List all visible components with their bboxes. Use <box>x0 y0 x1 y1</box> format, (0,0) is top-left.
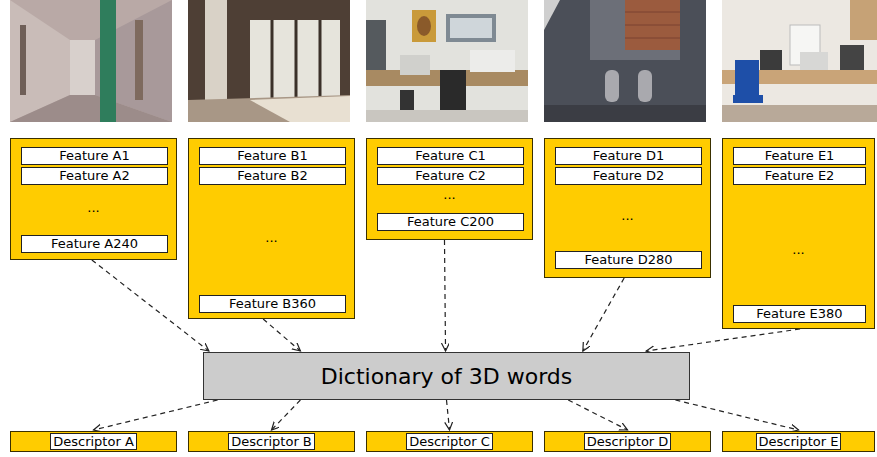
lab-photo <box>722 0 877 122</box>
feature-set-box: ... Feature A1 Feature A2 Feature A240 <box>10 138 177 260</box>
feature-label: Feature C1 <box>378 148 523 164</box>
feature-label: Feature D1 <box>556 148 701 164</box>
feature-label: Feature E2 <box>734 168 865 184</box>
dictionary-box: Dictionary of 3D words <box>203 352 690 400</box>
feature-set-box: ... Feature B1 Feature B2 Feature B360 <box>188 138 355 319</box>
ellipsis-text: ... <box>545 209 710 223</box>
feature-box: Feature E1 <box>733 147 866 165</box>
feature-box: Feature E380 <box>733 305 866 323</box>
feature-box: Feature B1 <box>199 147 346 165</box>
feature-label: Feature A240 <box>22 236 167 252</box>
feature-label: Feature C2 <box>378 168 523 184</box>
descriptor-box: Descriptor A <box>10 431 177 452</box>
feature-box: Feature D2 <box>555 167 702 185</box>
feature-label: Feature E1 <box>734 148 865 164</box>
feature-set-box: ... Feature D1 Feature D2 Feature D280 <box>544 138 711 278</box>
feature-box: Feature C1 <box>377 147 524 165</box>
feature-set-box: ... Feature E1 Feature E2 Feature E380 <box>722 138 875 329</box>
dashed-arrow <box>447 400 450 430</box>
dashed-arrow <box>444 240 445 351</box>
dashed-arrow <box>263 319 300 351</box>
window-photo <box>544 0 706 122</box>
feature-label: Feature B360 <box>200 296 345 312</box>
feature-label: Feature A2 <box>22 168 167 184</box>
feature-box: Feature A1 <box>21 147 168 165</box>
office-photo <box>366 0 528 122</box>
feature-box: Feature B2 <box>199 167 346 185</box>
feature-label: Feature A1 <box>22 148 167 164</box>
ellipsis-text: ... <box>189 231 354 245</box>
feature-label: Feature B1 <box>200 148 345 164</box>
descriptor-label: Descriptor A <box>50 433 137 450</box>
ellipsis-text: ... <box>11 201 176 215</box>
dashed-arrow <box>94 400 218 430</box>
dashed-arrow <box>583 278 624 351</box>
descriptor-box: Descriptor C <box>366 431 533 452</box>
feature-box: Feature E2 <box>733 167 866 185</box>
feature-label: Feature E380 <box>734 306 865 322</box>
descriptor-label: Descriptor B <box>228 433 315 450</box>
feature-set-box: ... Feature C1 Feature C2 Feature C200 <box>366 138 533 240</box>
dashed-arrow <box>568 400 627 430</box>
descriptor-label: Descriptor C <box>406 433 493 450</box>
descriptor-label: Descriptor E <box>756 433 842 450</box>
descriptor-label: Descriptor D <box>584 433 672 450</box>
feature-label: Feature B2 <box>200 168 345 184</box>
descriptor-box: Descriptor D <box>544 431 711 452</box>
dashed-arrow <box>646 329 800 351</box>
feature-box: Feature B360 <box>199 295 346 313</box>
descriptor-box: Descriptor E <box>722 431 875 452</box>
feature-box: Feature A2 <box>21 167 168 185</box>
hall-photo <box>188 0 350 122</box>
corridor-photo <box>10 0 172 122</box>
feature-label: Feature C200 <box>378 214 523 230</box>
dictionary-label: Dictionary of 3D words <box>321 364 573 389</box>
dashed-arrow <box>675 400 798 430</box>
feature-label: Feature D2 <box>556 168 701 184</box>
feature-box: Feature C2 <box>377 167 524 185</box>
feature-box: Feature A240 <box>21 235 168 253</box>
feature-box: Feature D280 <box>555 251 702 269</box>
descriptor-box: Descriptor B <box>188 431 355 452</box>
feature-box: Feature D1 <box>555 147 702 165</box>
photo-illustrations <box>0 0 877 124</box>
ellipsis-text: ... <box>367 188 532 202</box>
feature-box: Feature C200 <box>377 213 524 231</box>
ellipsis-text: ... <box>723 243 874 257</box>
feature-label: Feature D280 <box>556 252 701 268</box>
dashed-arrow <box>272 400 301 430</box>
